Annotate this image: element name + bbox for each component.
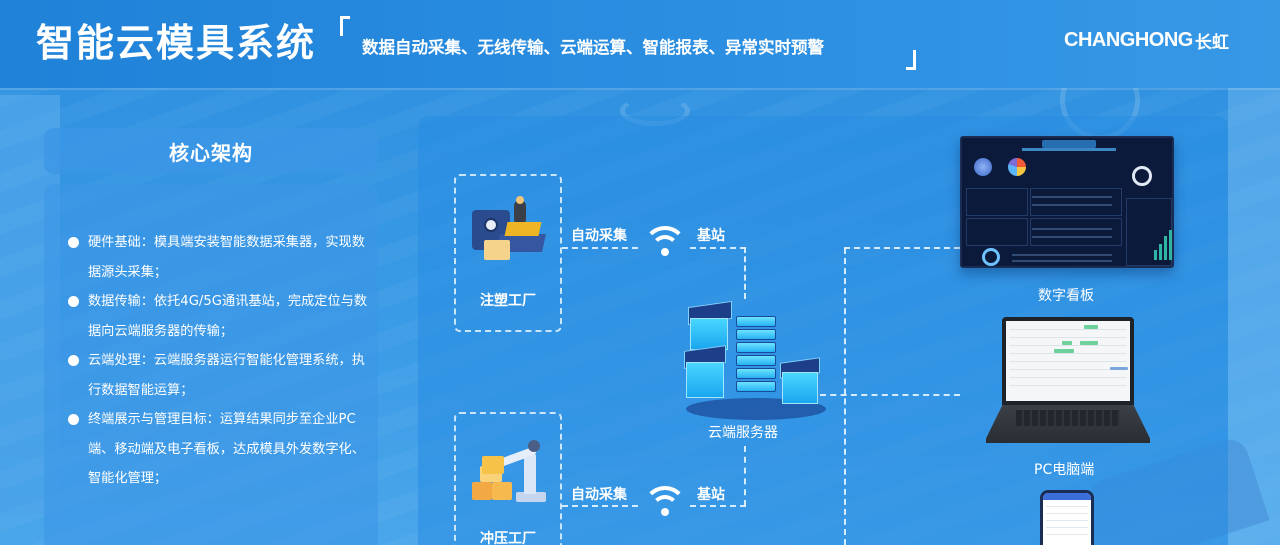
factory-label-stamping: 冲压工厂 — [480, 531, 536, 545]
bullet-icon — [68, 355, 79, 366]
list-item: 云端处理：云端服务器运行智能化管理系统，执行数据智能运算； — [68, 346, 378, 405]
wifi-icon — [642, 486, 688, 516]
connector-line — [820, 394, 960, 396]
injection-molding-machine-icon — [472, 196, 548, 264]
slogan-text: 数据自动采集、无线传输、云端运算、智能报表、异常实时预警 — [362, 38, 824, 57]
list-item-text: 终端展示与管理目标：运算结果同步至企业PC端、移动端及电子看板，达成模具外发数字… — [88, 412, 365, 486]
wifi-icon — [642, 226, 688, 256]
connector-line — [744, 247, 746, 299]
brand-name-en: CHANGHONG — [1064, 28, 1193, 51]
page-title: 智能云模具系统 — [36, 21, 317, 65]
list-item: 数据传输：依托4G/5G通讯基站，完成定位与数据向云端服务器的传输； — [68, 287, 378, 346]
connector-line — [562, 247, 638, 249]
quote-bracket-close-icon — [906, 50, 916, 70]
connector-line — [690, 247, 746, 249]
brand-logo: CHANGHONG 长虹 — [1064, 26, 1229, 54]
base-station-label: 基站 — [697, 487, 725, 503]
core-architecture-heading-box: 核心架构 — [44, 128, 378, 174]
pc-label: PC电脑端 — [1034, 462, 1095, 478]
dashboard-label: 数字看板 — [1038, 288, 1094, 304]
factory-node-injection — [454, 174, 562, 332]
connector-line — [690, 505, 746, 507]
factory-label-injection: 注塑工厂 — [480, 293, 536, 309]
connector-line — [844, 247, 960, 249]
list-item: 终端展示与管理目标：运算结果同步至企业PC端、移动端及电子看板，达成模具外发数字… — [68, 405, 378, 494]
list-item-text: 数据传输：依托4G/5G通讯基站，完成定位与数据向云端服务器的传输； — [88, 294, 368, 339]
list-item: 硬件基础：模具端安装智能数据采集器，实现数据源头采集； — [68, 228, 378, 287]
core-architecture-list: 硬件基础：模具端安装智能数据采集器，实现数据源头采集； 数据传输：依托4G/5G… — [68, 228, 378, 494]
cloud-server-label: 云端服务器 — [708, 425, 778, 441]
stamping-robot-arm-icon — [468, 432, 550, 510]
dashboard-screen-icon — [960, 136, 1174, 268]
brand-name-cn: 长虹 — [1194, 32, 1229, 53]
core-architecture-panel — [44, 184, 378, 545]
auto-collect-label: 自动采集 — [571, 487, 627, 503]
bullet-icon — [68, 296, 79, 307]
bullet-icon — [68, 237, 79, 248]
list-item-text: 云端处理：云端服务器运行智能化管理系统，执行数据智能运算； — [88, 353, 365, 398]
core-architecture-title: 核心架构 — [169, 140, 253, 165]
connector-line — [562, 505, 638, 507]
quote-bracket-open-icon — [340, 16, 350, 36]
smartphone-icon — [1040, 490, 1094, 545]
connector-line — [744, 446, 746, 506]
auto-collect-label: 自动采集 — [571, 228, 627, 244]
connector-line — [844, 248, 846, 545]
header-banner: 智能云模具系统 数据自动采集、无线传输、云端运算、智能报表、异常实时预警 CHA… — [0, 0, 1280, 88]
bullet-icon — [68, 414, 79, 425]
slogan: 数据自动采集、无线传输、云端运算、智能报表、异常实时预警 — [340, 12, 920, 74]
factory-node-stamping — [454, 412, 562, 545]
list-item-text: 硬件基础：模具端安装智能数据采集器，实现数据源头采集； — [88, 235, 365, 280]
base-station-label: 基站 — [697, 228, 725, 244]
